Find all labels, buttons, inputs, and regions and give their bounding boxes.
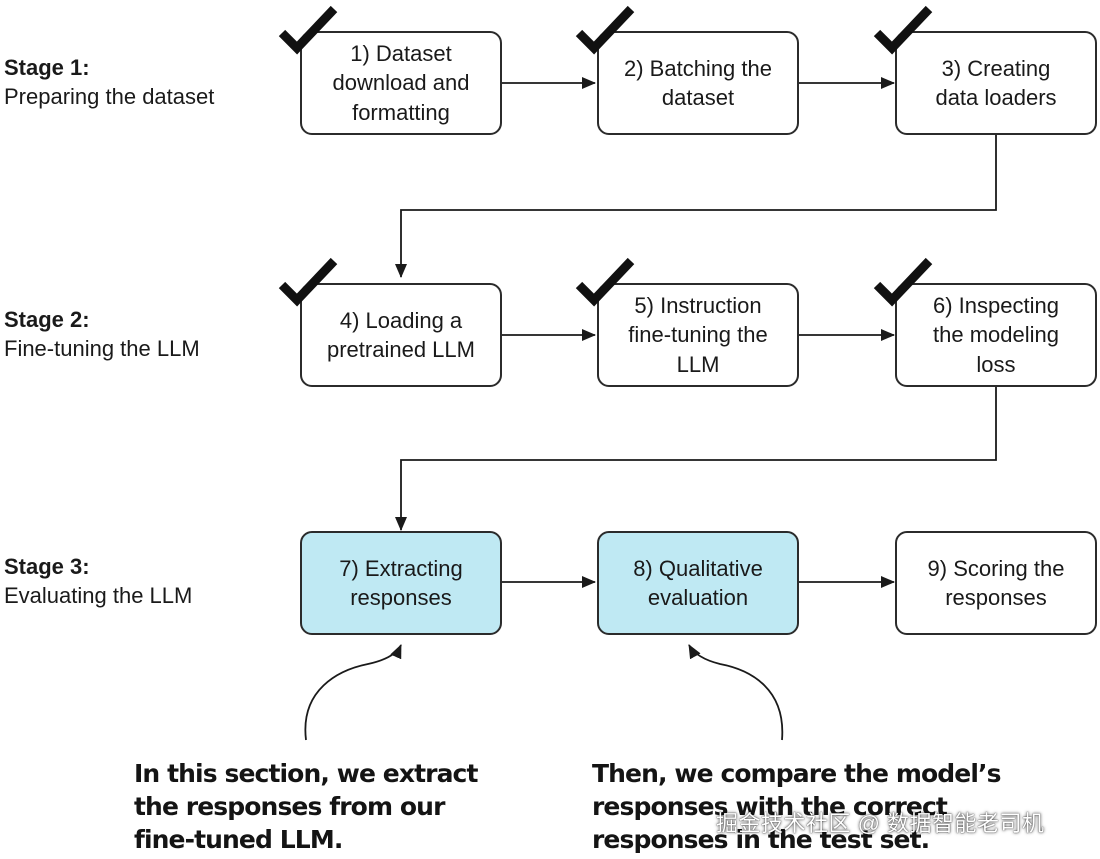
- step-4-loading-pretrained: 4) Loading a pretrained LLM: [300, 283, 502, 387]
- arrow-3-4: [395, 135, 997, 278]
- checkmark-icon: [278, 257, 338, 307]
- stage-subtitle: Evaluating the LLM: [4, 583, 193, 608]
- checkmark-icon: [873, 257, 933, 307]
- stage-title: Stage 3:: [4, 554, 90, 579]
- checkmark-icon: [575, 5, 635, 55]
- annotation-extract: In this section, we extract the response…: [134, 759, 478, 854]
- stage-subtitle: Preparing the dataset: [4, 84, 215, 109]
- arrow-6-7: [395, 387, 997, 531]
- annotation-arrow-1: [304, 644, 402, 741]
- stage-title: Stage 2:: [4, 307, 90, 332]
- checkmark-icon: [873, 5, 933, 55]
- step-2-batching: 2) Batching the dataset: [597, 31, 799, 135]
- watermark: 掘金技术社区 @ 数据智能老司机: [716, 811, 1045, 836]
- checkmark-icon: [575, 257, 635, 307]
- stage-title: Stage 1:: [4, 55, 90, 80]
- step-1-dataset-download: 1) Dataset download and formatting: [300, 31, 502, 135]
- step-9-scoring: 9) Scoring the responses: [895, 531, 1097, 635]
- step-5-instruction-finetuning: 5) Instruction fine-tuning the LLM: [597, 283, 799, 387]
- step-3-data-loaders: 3) Creating data loaders: [895, 31, 1097, 135]
- checkmark-icon: [278, 5, 338, 55]
- stage-3-label: Stage 3: Evaluating the LLM: [4, 552, 192, 610]
- stage-1-label: Stage 1: Preparing the dataset: [4, 53, 214, 111]
- annotation-arrow-2: [688, 644, 784, 741]
- step-8-qualitative-evaluation: 8) Qualitative evaluation: [597, 531, 799, 635]
- annotation-compare: Then, we compare the model’s responses w…: [592, 759, 1001, 854]
- step-6-inspecting-loss: 6) Inspecting the modeling loss: [895, 283, 1097, 387]
- stage-2-label: Stage 2: Fine-tuning the LLM: [4, 305, 200, 363]
- stage-subtitle: Fine-tuning the LLM: [4, 336, 200, 361]
- step-7-extracting-responses: 7) Extracting responses: [300, 531, 502, 635]
